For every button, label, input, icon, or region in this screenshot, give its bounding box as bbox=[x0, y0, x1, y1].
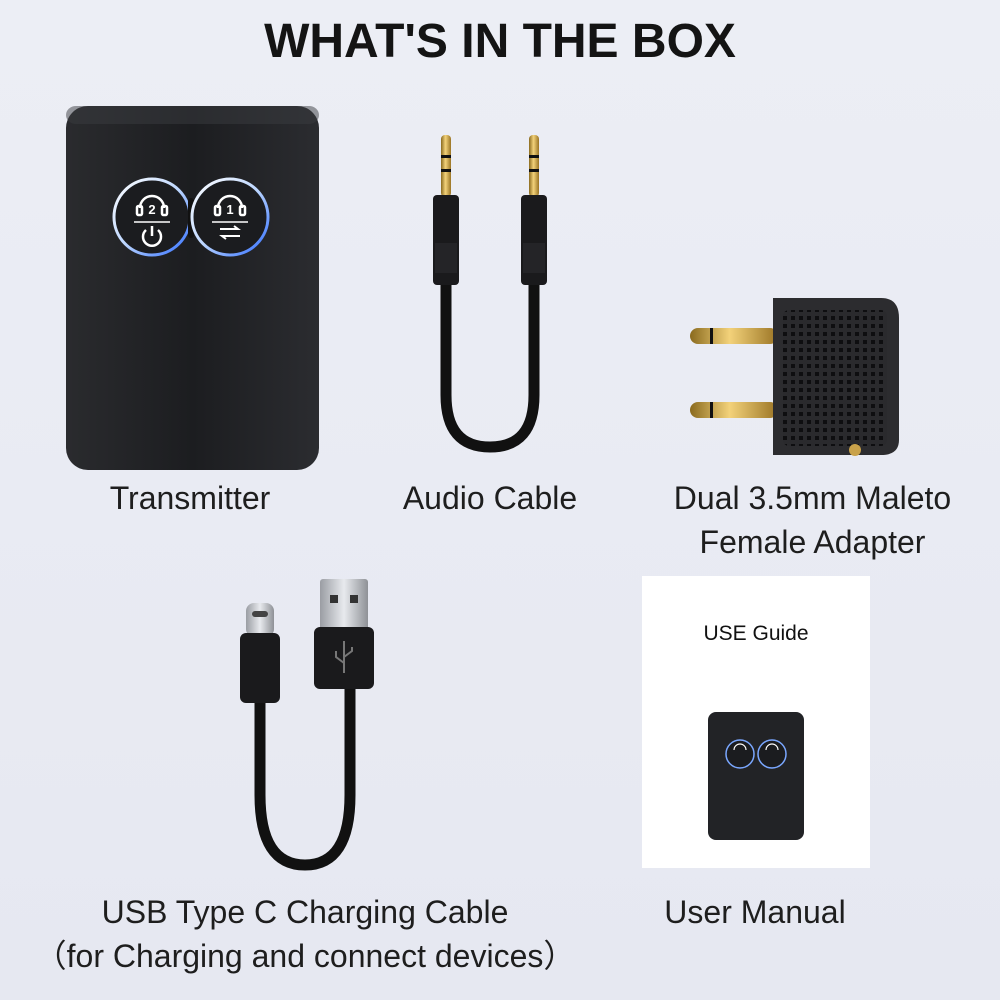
headset-1-icon bbox=[213, 194, 247, 217]
usb-cable-image bbox=[240, 579, 374, 871]
button-2-number: 2 bbox=[148, 202, 155, 217]
adapter-label-line1: Dual 3.5mm Maleto bbox=[673, 480, 952, 516]
audio-cable-label: Audio Cable bbox=[402, 480, 578, 516]
button-1-number: 1 bbox=[226, 202, 233, 217]
switch-arrows-icon bbox=[219, 225, 241, 240]
manual-title: USE Guide bbox=[703, 622, 809, 645]
user-manual-label: User Manual bbox=[664, 894, 846, 930]
dual-adapter-image bbox=[690, 298, 899, 456]
adapter-label: Dual 3.5mm Maleto Female Adapter bbox=[640, 476, 985, 564]
power-icon bbox=[141, 226, 163, 247]
page-title: WHAT'S IN THE BOX bbox=[264, 15, 736, 68]
adapter-label-line2: Female Adapter bbox=[699, 524, 926, 560]
usb-cable-label-line1: USB Type C Charging Cable bbox=[101, 894, 509, 930]
usb-icon bbox=[335, 641, 353, 673]
usb-cable-label: USB Type C Charging Cable （for Charging … bbox=[10, 890, 600, 978]
user-manual-image: USE Guide bbox=[642, 576, 870, 868]
transmitter-image: 2 1 bbox=[66, 106, 319, 470]
manual-transmitter-image bbox=[708, 712, 804, 840]
audio-cable-image bbox=[433, 135, 547, 453]
usb-cable-label-line2: （for Charging and connect devices） bbox=[34, 938, 576, 974]
transmitter-label: Transmitter bbox=[109, 480, 271, 516]
headset-2-icon bbox=[135, 194, 169, 217]
